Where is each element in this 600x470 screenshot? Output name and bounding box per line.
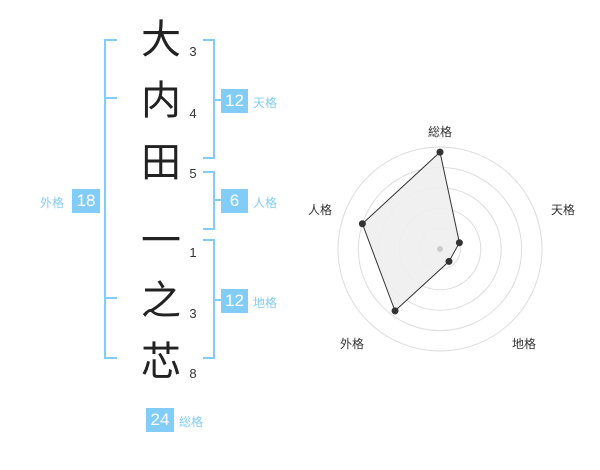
radar-point-5: [358, 220, 366, 228]
soukaku-value: 24: [146, 408, 174, 432]
tenkaku-label: 天格: [253, 96, 278, 110]
radar-point-4: [391, 307, 399, 315]
stroke-count-1: 3: [189, 44, 197, 59]
radar-label-chikaku: 地格: [511, 337, 536, 351]
stroke-count-5: 3: [189, 306, 197, 321]
stroke-count-3: 5: [189, 166, 197, 181]
radar-label-gaikaku: 外格: [339, 337, 364, 351]
name-char-3: 田: [141, 140, 181, 186]
gaikaku-value: 18: [72, 189, 100, 213]
name-char-4: 一: [141, 218, 181, 264]
radar-point-3: [445, 257, 453, 265]
radar-polygon: [361, 151, 460, 312]
radar-center-dot: [437, 246, 443, 252]
radar-label-soukaku: 総格: [427, 125, 452, 139]
name-char-6: 芯: [141, 339, 181, 385]
radar-ring-1: [337, 146, 543, 352]
stroke-count-2: 4: [189, 106, 197, 121]
jinkaku-label: 人格: [253, 196, 278, 210]
radar-point-2: [455, 239, 463, 247]
name-char-2: 内: [141, 78, 181, 124]
gaikaku-bracket: [104, 39, 117, 359]
gaikaku-label: 外格: [40, 196, 65, 210]
tenkaku-value: 12: [221, 89, 248, 113]
stroke-count-6: 8: [189, 366, 197, 381]
soukaku-label: 総格: [179, 415, 204, 429]
chikaku-value: 12: [221, 289, 248, 313]
chikaku-label: 地格: [253, 296, 278, 310]
radar-label-tenkaku: 天格: [550, 203, 575, 217]
radar-point-1: [436, 148, 444, 156]
jinkaku-value: 6: [221, 189, 248, 213]
stroke-count-4: 1: [189, 245, 197, 260]
name-char-1: 大: [141, 17, 181, 63]
name-char-5: 之: [141, 278, 181, 324]
radar-label-jinkaku: 人格: [307, 203, 332, 217]
